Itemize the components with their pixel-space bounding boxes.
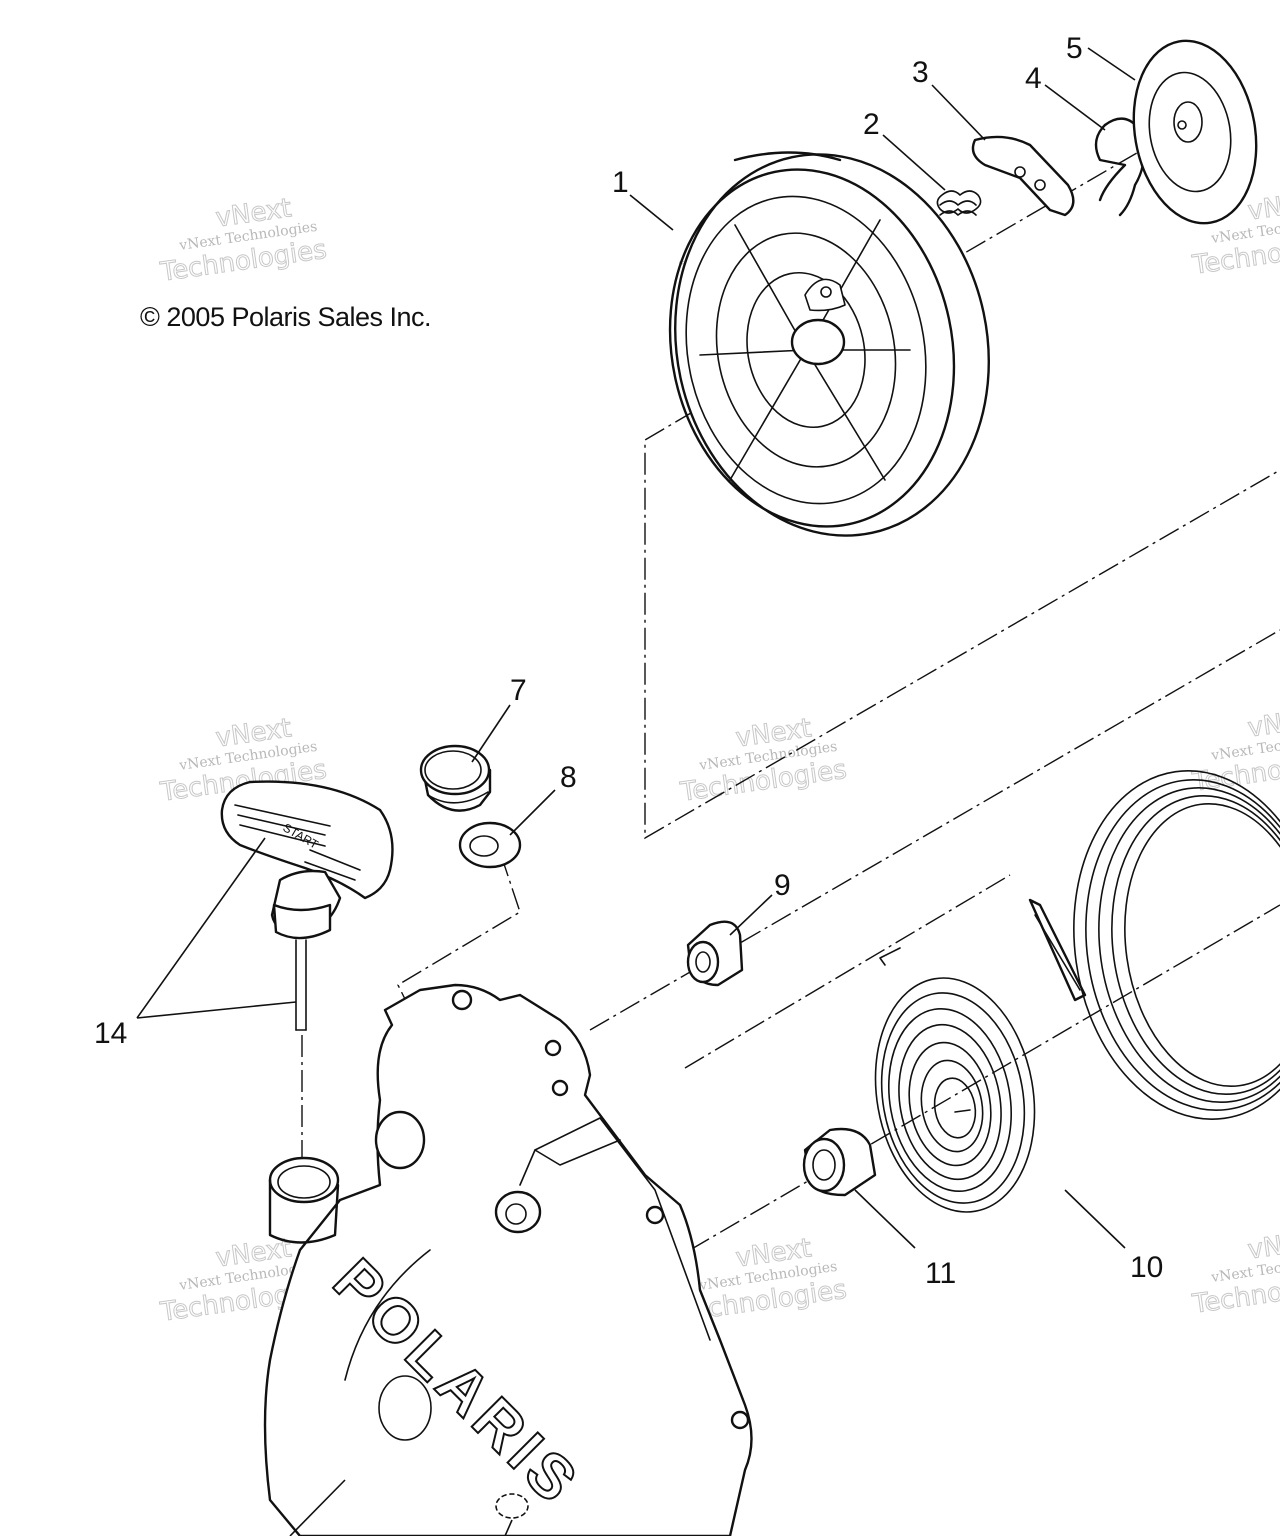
callout-5: 5 (1066, 32, 1083, 65)
bushing-part-9 (686, 920, 744, 987)
callout-14: 14 (94, 1017, 127, 1050)
callout-3: 3 (912, 56, 929, 89)
watermark-vnext: vNext (1246, 186, 1280, 226)
callout-labels: 1 2 3 4 5 7 8 9 10 11 14 (94, 32, 1163, 1290)
watermark-vnext: vNext (1246, 703, 1280, 743)
callout-11: 11 (925, 1257, 956, 1290)
recoil-spring-part-10 (874, 947, 1036, 1213)
starter-housing: POLARIS (263, 983, 753, 1536)
callout-2: 2 (863, 108, 880, 141)
callout-10: 10 (1130, 1251, 1163, 1284)
start-handle-part-14: START (220, 780, 394, 1031)
cap-part-7 (419, 744, 492, 812)
friction-plate-part-5 (1132, 39, 1258, 225)
bushing-part-11 (802, 1127, 877, 1197)
pulley-part-1 (668, 151, 990, 537)
callout-9: 9 (774, 869, 791, 902)
washer-part-8 (458, 821, 522, 869)
leader-lines (136, 47, 1136, 1249)
starter-rope-coil (1028, 770, 1280, 1120)
copyright-notice: © 2005 Polaris Sales Inc. (140, 302, 432, 332)
pawl-part-3 (971, 135, 1075, 217)
small-spring-part-2 (936, 190, 982, 216)
axis-bushing-lower (689, 904, 1280, 1251)
callout-8: 8 (560, 761, 577, 794)
callout-7: 7 (510, 674, 527, 707)
watermark-vnext: vNext (1246, 1225, 1280, 1265)
callout-4: 4 (1025, 62, 1042, 95)
axis-spring-link (684, 874, 1011, 1069)
callout-1: 1 (612, 166, 629, 199)
